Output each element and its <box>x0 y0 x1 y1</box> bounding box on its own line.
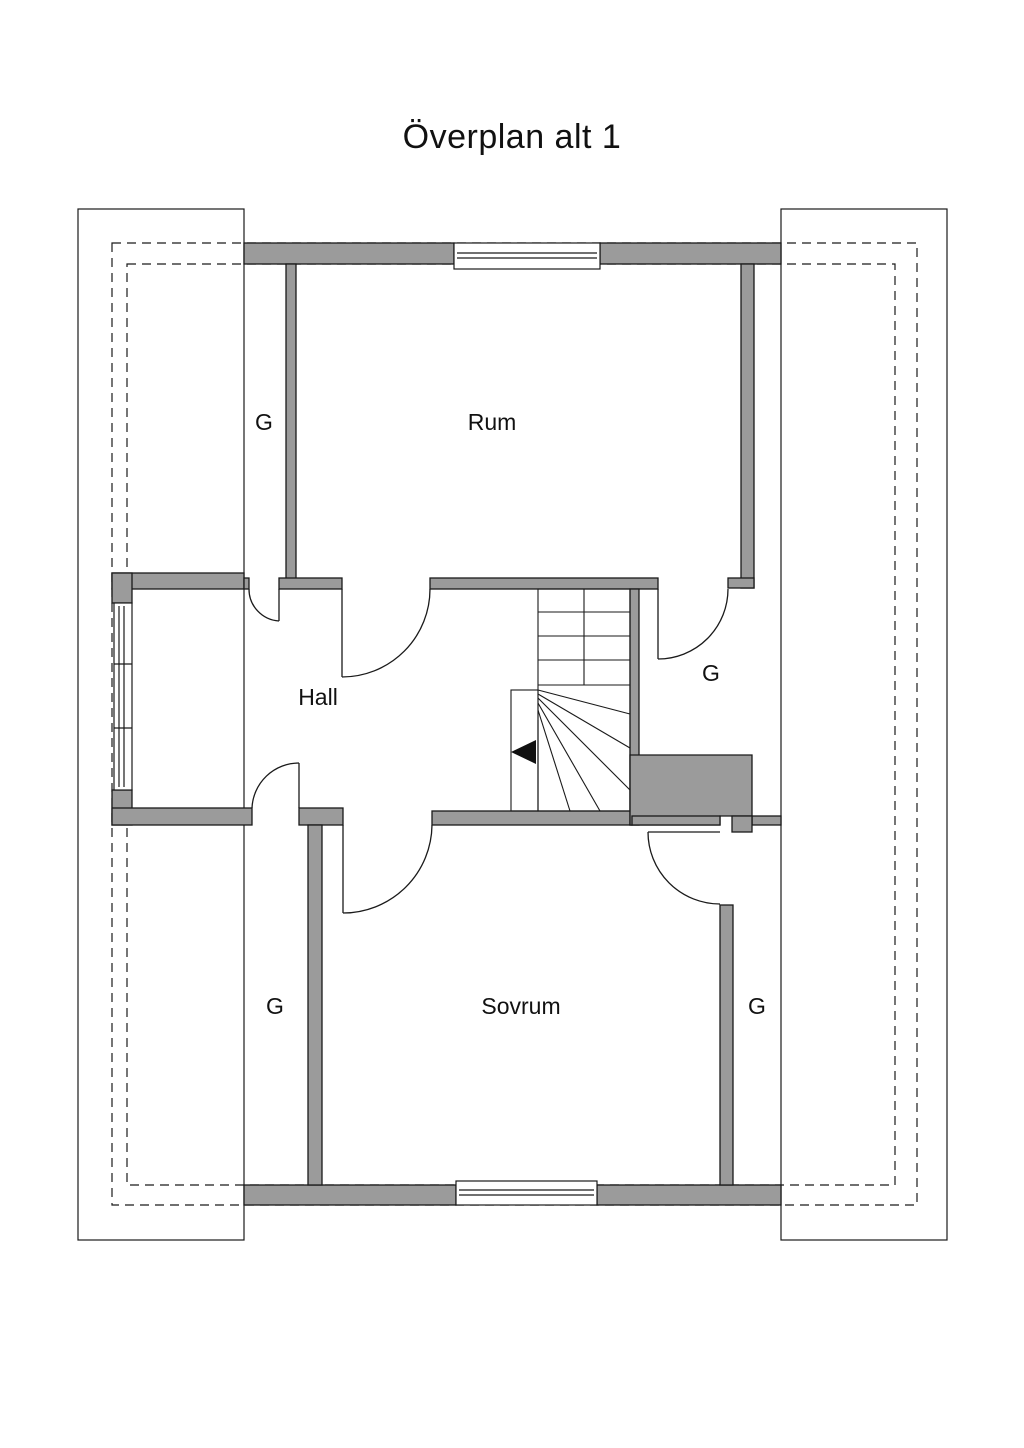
roof-outline-dashed <box>111 242 918 1206</box>
window-hall <box>113 602 133 791</box>
door-bottom-left-storage <box>251 762 300 809</box>
storage-label-top-left: G <box>255 409 273 435</box>
windows <box>113 242 601 1206</box>
rum-right-wall-foot <box>727 577 755 589</box>
bottom-wall-right <box>596 1184 782 1206</box>
walls <box>111 242 782 1206</box>
rum-left-wall <box>285 263 297 580</box>
hall-bottom-wall-right <box>431 810 633 826</box>
room-label-rum: Rum <box>468 409 517 435</box>
hall-top-wall-right <box>429 577 659 590</box>
left-side-area <box>77 208 245 1241</box>
door-top-left-storage <box>248 588 280 622</box>
storage-label-middle-right: G <box>702 660 720 686</box>
door-middle-right-storage <box>657 588 729 660</box>
right-corridor-stub <box>731 815 753 833</box>
top-wall-right <box>599 242 782 265</box>
room-label-sovrum: Sovrum <box>481 993 560 1019</box>
right-side-area <box>780 208 948 1241</box>
chimney-block <box>629 754 753 826</box>
page-title: Överplan alt 1 <box>402 118 622 156</box>
doors <box>248 588 729 914</box>
door-sovrum <box>342 824 433 914</box>
hall-left-wall-top <box>111 572 133 604</box>
top-wall-left <box>243 242 455 265</box>
window-bottom <box>455 1180 598 1206</box>
hall-bottom-wall-left <box>111 807 253 826</box>
bottom-wall-left <box>243 1184 457 1206</box>
right-corridor-wall <box>751 815 782 826</box>
storage-label-bottom-right: G <box>748 993 766 1019</box>
storage-label-bottom-left: G <box>266 993 284 1019</box>
door-rum <box>341 588 431 678</box>
sovrum-left-wall <box>307 824 323 1186</box>
door-bottom-right-storage <box>647 831 721 905</box>
rum-right-wall <box>740 263 755 589</box>
stair-direction-arrow-icon <box>511 740 536 764</box>
staircase <box>510 588 631 812</box>
hall-top-wall-stub <box>243 577 250 590</box>
room-label-hall: Hall <box>298 684 338 710</box>
hall-bottom-wall-mid <box>298 807 344 826</box>
sovrum-right-wall <box>719 904 734 1186</box>
side-areas <box>77 208 948 1241</box>
hall-top-wall-mid <box>278 577 343 590</box>
window-top <box>453 242 601 270</box>
room-labels: Rum Hall Sovrum G G G G <box>255 409 766 1019</box>
outer-dashed-outline <box>111 242 918 1206</box>
hall-right-bottom-wall <box>631 815 721 826</box>
